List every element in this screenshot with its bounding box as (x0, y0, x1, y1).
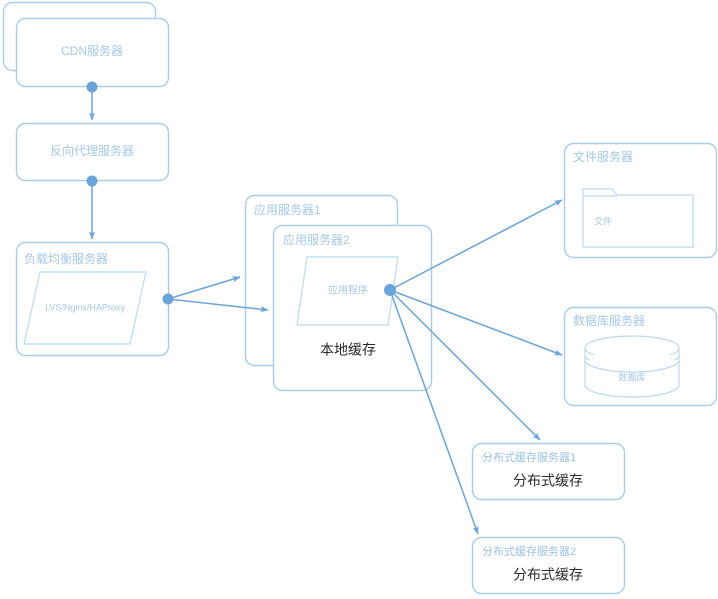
load-balancer-inner-label: LVS/Nginx/HAProxy (45, 302, 125, 312)
edge-app-server-to-cache-server-1 (389, 289, 541, 441)
edge-load-balancer-to-app-server-1 (167, 276, 241, 300)
node-app-server-2[interactable]: 应用服务器2 应用程序 本地缓存 (272, 224, 433, 392)
edge-dot-app-server (384, 284, 396, 296)
node-reverse-proxy-server[interactable]: 反向代理服务器 (15, 122, 170, 182)
cache-server-1-box (471, 442, 626, 501)
cache-server-2-box (471, 536, 626, 595)
node-cdn-server[interactable]: CDN服务器 (2, 1, 170, 88)
cdn-server-label: CDN服务器 (61, 43, 123, 58)
database-label: 数据库 (618, 371, 645, 382)
cache-server-1-sub-label: 分布式缓存 (513, 473, 583, 489)
edge-app-server-to-db-server (389, 289, 563, 356)
app-server-1-label: 应用服务器1 (254, 202, 321, 217)
app-server-2-inner-parallelogram (296, 256, 399, 326)
cache-server-2-sub-label: 分布式缓存 (513, 567, 583, 583)
cylinder-icon (584, 335, 680, 398)
db-server-label: 数据库服务器 (573, 313, 645, 328)
node-cache-server-1[interactable]: 分布式缓存服务器1 分布式缓存 (471, 442, 626, 501)
reverse-proxy-label: 反向代理服务器 (50, 143, 134, 158)
file-server-label: 文件服务器 (573, 149, 633, 164)
app-server-2-label: 应用服务器2 (283, 232, 350, 247)
node-database-server[interactable]: 数据库服务器 数据库 (563, 306, 718, 407)
folder-icon (582, 188, 694, 248)
node-file-server[interactable]: 文件服务器 文件 (563, 142, 718, 259)
edge-app-server-to-file-server (389, 199, 563, 291)
cache-server-1-label: 分布式缓存服务器1 (482, 450, 576, 464)
app-program-label: 应用程序 (328, 284, 368, 297)
node-cache-server-2[interactable]: 分布式缓存服务器2 分布式缓存 (471, 536, 626, 595)
node-load-balancer-server[interactable]: 负载均衡服务器 LVS/Nginx/HAProxy (15, 241, 170, 357)
edge-dot-cdn (86, 81, 98, 93)
load-balancer-inner-parallelogram (23, 271, 147, 345)
edge-app-server-to-cache-server-2 (389, 289, 479, 535)
connectors (86, 81, 563, 535)
edge-load-balancer-to-app-server-2 (167, 298, 269, 313)
file-label: 文件 (594, 215, 612, 226)
local-cache-label: 本地缓存 (320, 342, 376, 358)
edge-dot-reverse-proxy (86, 175, 98, 187)
cache-server-2-label: 分布式缓存服务器2 (482, 544, 576, 558)
edge-dot-load-balancer (162, 293, 174, 305)
load-balancer-label: 负载均衡服务器 (24, 251, 108, 266)
